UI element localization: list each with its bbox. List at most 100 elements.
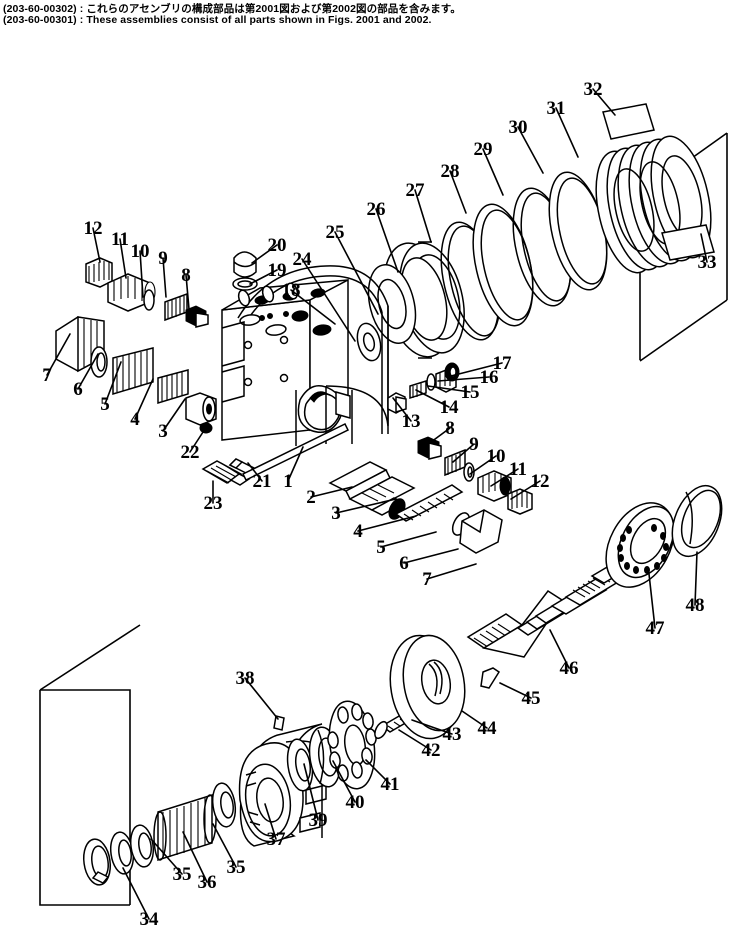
callout-leader-30 (517, 126, 544, 174)
housing-face-detail (237, 282, 332, 336)
callout-number: 6 (399, 553, 409, 574)
callout-number: 1 (283, 471, 293, 492)
callout-number: 17 (493, 353, 513, 374)
callout-number: 3 (331, 503, 341, 524)
callout-number: 26 (367, 199, 386, 220)
part-3-bushing-left (185, 392, 217, 426)
callout-leader-14 (415, 389, 450, 408)
callout-leader-3 (335, 498, 397, 514)
part-7-nut-spool (459, 509, 503, 554)
callout-leader-8 (426, 427, 451, 446)
callout-number: 5 (376, 537, 386, 558)
callout-leader-20 (251, 244, 278, 264)
callout-leader-27 (414, 189, 432, 243)
callout-leader-31 (555, 107, 579, 158)
callout-number: 12 (531, 471, 550, 492)
callout-number: 20 (268, 235, 287, 256)
small-parts-group-8-12-right (417, 436, 533, 515)
callout-leader-8 (185, 274, 190, 310)
callout-leader-19 (249, 269, 278, 285)
callout-number: 4 (130, 409, 140, 430)
callout-leader-9 (452, 443, 475, 463)
part-12-nut-left (85, 257, 113, 288)
callout-number: 28 (441, 161, 460, 182)
callout-leader-43 (411, 719, 453, 735)
callout-leader-17 (446, 362, 503, 378)
part-11-sleeve-right (477, 470, 512, 502)
part-14-spring (409, 379, 427, 400)
callout-number: 16 (480, 367, 499, 388)
callout-leader-28 (449, 170, 467, 214)
callout-leader-7 (46, 333, 71, 376)
part-41-port-plate (327, 700, 377, 790)
cylinder-block-group (82, 634, 501, 886)
callout-number: 25 (326, 222, 345, 243)
shaft-bearing-group (466, 484, 723, 658)
callout-number: 48 (686, 595, 705, 616)
callout-number: 42 (422, 740, 441, 761)
callout-number: 30 (509, 117, 528, 138)
callout-number: 9 (158, 248, 168, 269)
callout-leader-22 (189, 428, 206, 453)
callout-number: 7 (422, 569, 432, 590)
callout-leader-32 (592, 88, 616, 116)
callout-number: 14 (440, 397, 460, 418)
callout-number: 43 (443, 724, 462, 745)
callout-leader-10 (469, 455, 497, 475)
callout-number: 47 (646, 618, 666, 639)
callout-leader-41 (365, 759, 391, 785)
part-8-plug-left (185, 305, 209, 328)
callout-number: 29 (474, 139, 493, 160)
callout-leader-15 (427, 385, 471, 393)
part-38-pin (273, 715, 285, 731)
callout-number: 10 (131, 241, 150, 262)
part-19-o-ring-inner (237, 280, 253, 288)
callout-number: 2 (306, 487, 316, 508)
callout-leader-36 (182, 831, 208, 883)
header-note-english: (203-60-00301) : These assemblies consis… (3, 14, 432, 26)
callout-leader-10 (139, 250, 144, 298)
part-44-swash-plate (389, 634, 466, 740)
callout-number: 10 (487, 446, 506, 467)
part-47-bearing (605, 502, 675, 588)
callout-number: 38 (236, 668, 255, 689)
part-4-spring-left (157, 369, 189, 405)
part-10-washer-left (143, 289, 155, 311)
part-35-washer-a-in (118, 839, 132, 867)
part-29-ring (472, 203, 534, 327)
callout-leader-6 (77, 353, 99, 390)
callout-number: 19 (268, 260, 287, 281)
callout-number: 6 (73, 379, 83, 400)
part-9-spring-left (164, 292, 188, 322)
callout-leader-2 (310, 486, 353, 498)
callout-leader-29 (482, 148, 504, 196)
callout-number: 8 (181, 265, 191, 286)
callout-number: 15 (461, 382, 480, 403)
part-48-seal (671, 484, 723, 558)
part-39-ring (286, 738, 314, 792)
callout-leader-9 (162, 257, 167, 298)
part-34-snap-ring (82, 838, 112, 886)
part-35-washer-c-in (220, 791, 234, 819)
callout-leader-44 (461, 710, 488, 729)
callout-leader-40 (332, 760, 356, 803)
callout-leader-35 (212, 823, 237, 868)
callout-leader-38 (244, 677, 279, 720)
callout-number: 34 (140, 909, 160, 930)
callout-leader-12 (92, 227, 101, 263)
callout-leader-26 (375, 208, 399, 273)
callout-number: 11 (509, 459, 527, 480)
callout-leader-35 (150, 838, 183, 875)
callout-leader-16 (437, 376, 490, 382)
main-housing-part-1 (221, 265, 389, 482)
part-36-spring (153, 793, 217, 862)
callout-number: 32 (584, 79, 603, 100)
callout-number: 5 (100, 394, 110, 415)
callout-number: 9 (469, 434, 479, 455)
callout-number: 33 (698, 252, 717, 273)
part-5-spring-left (112, 347, 154, 396)
callout-number: 22 (181, 442, 200, 463)
callout-number: 35 (227, 857, 246, 878)
callout-number: 4 (353, 521, 363, 542)
part-22-ball (199, 422, 213, 434)
